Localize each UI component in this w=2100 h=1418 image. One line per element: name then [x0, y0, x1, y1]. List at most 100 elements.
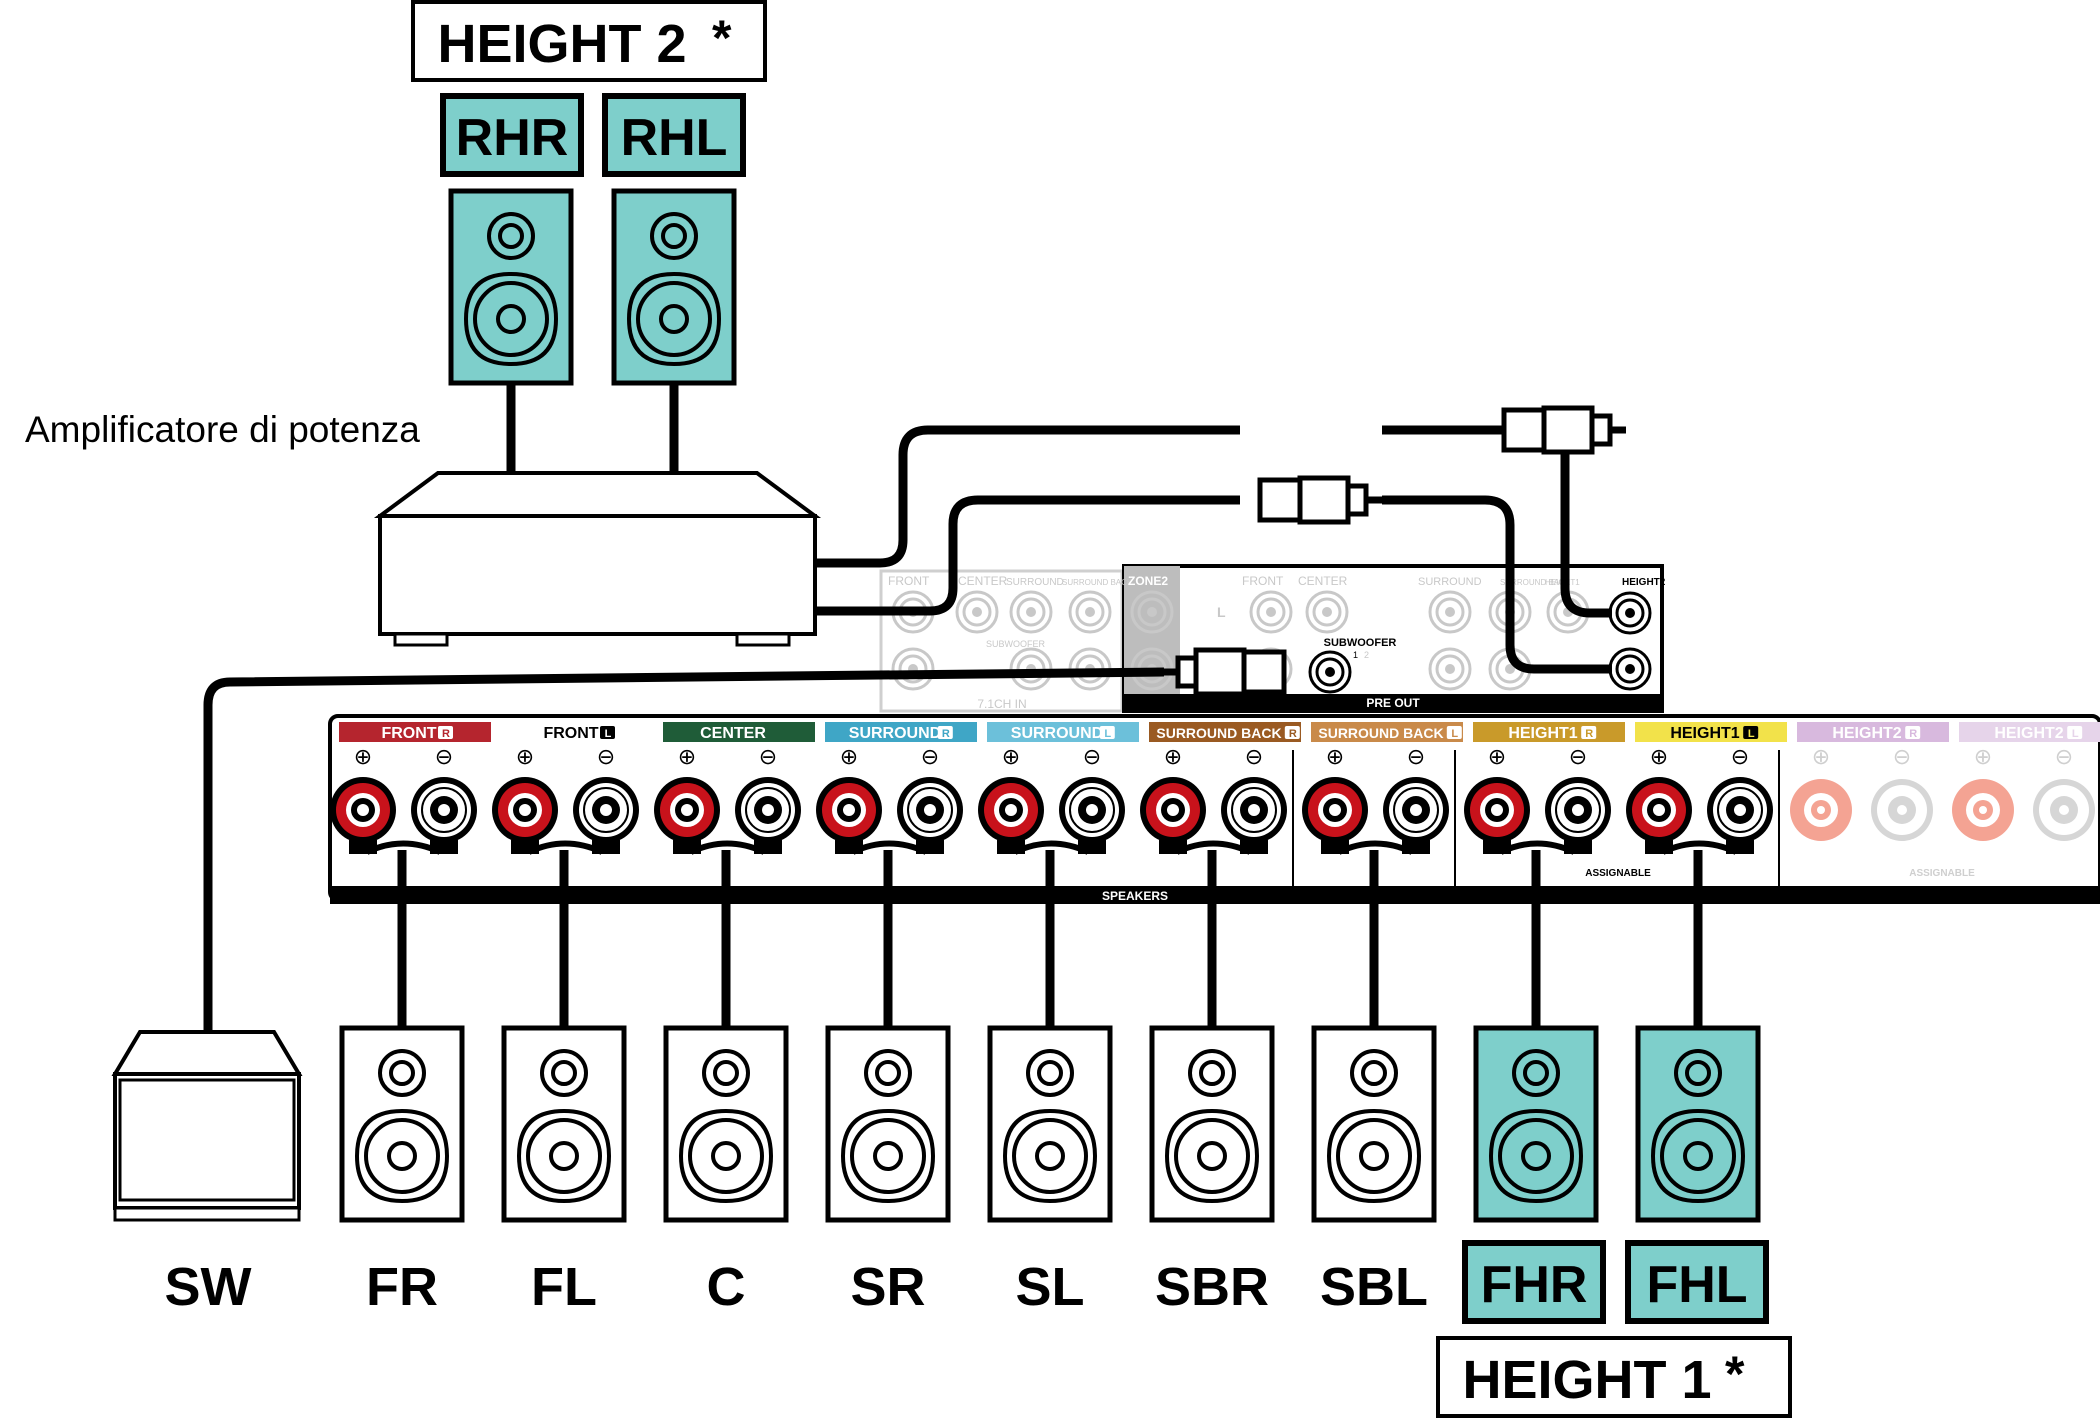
- panel-subwoofer-num2: 2: [1364, 650, 1369, 660]
- fhl-tag-box: [1625, 1240, 1769, 1324]
- channel-side: L: [1748, 728, 1755, 740]
- channel-label: SURROUND: [849, 725, 941, 742]
- speaker-fr: [339, 1025, 465, 1223]
- subwoofer-preout-jack: [1308, 650, 1352, 694]
- rca-plug-height2-bottom: [1260, 478, 1382, 522]
- rhr-speaker: [448, 188, 574, 386]
- speaker-c: [663, 1025, 789, 1223]
- minus-symbol: ⊖: [435, 744, 453, 769]
- panel-label-zone2: ZONE2: [1128, 574, 1168, 588]
- channel-color-bar: [1149, 722, 1301, 742]
- channel-side: R: [1909, 728, 1917, 740]
- terminal-group-height2-l: HEIGHT2 L ⊕ ⊖: [1952, 722, 2100, 841]
- height1-asterisk: *: [1725, 1346, 1745, 1402]
- panel-label-surround-back-2: SURROUND BACK: [1500, 578, 1571, 587]
- minus-symbol: ⊖: [1407, 744, 1425, 769]
- terminal-group-height1-l: HEIGHT1 L ⊕ ⊖: [1626, 722, 1787, 855]
- channel-label: SURROUND BACK: [1156, 725, 1281, 741]
- rca-plug-height2-top: [1504, 408, 1626, 452]
- fhr-tag: FHR: [1481, 1256, 1588, 1314]
- speaker-sr: [825, 1025, 951, 1223]
- channel-side: R: [1585, 728, 1593, 740]
- channel-side: L: [2072, 728, 2079, 740]
- minus-symbol: ⊖: [1731, 744, 1749, 769]
- channel-side: R: [442, 728, 450, 740]
- plus-symbol: ⊕: [1002, 744, 1020, 769]
- plus-symbol: ⊕: [354, 744, 372, 769]
- fhr-tag-box: [1462, 1240, 1606, 1324]
- channel-label: HEIGHT2: [1994, 725, 2063, 742]
- negative-terminal[interactable]: [1871, 779, 1933, 841]
- panel-label-center-2: CENTER: [1298, 574, 1348, 588]
- panel-label-center: CENTER: [958, 574, 1008, 588]
- channel-side: L: [1104, 728, 1111, 740]
- speaker-sl: [987, 1025, 1113, 1223]
- panel-subwoofer-label: SUBWOOFER: [1324, 637, 1397, 649]
- amplifier-label: Amplificatore di potenza: [25, 409, 420, 450]
- channel-label: SURROUND: [1011, 725, 1103, 742]
- plus-symbol: ⊕: [516, 744, 534, 769]
- channel-color-bar: [1311, 722, 1463, 742]
- minus-symbol: ⊖: [1083, 744, 1101, 769]
- speaker-label-sr: SR: [850, 1257, 925, 1317]
- height2-title: HEIGHT 2: [437, 14, 686, 74]
- panel-subwoofer-num1: 1: [1353, 650, 1358, 660]
- height2-title-box: [411, 0, 767, 82]
- speaker-label-sbr: SBR: [1155, 1257, 1269, 1317]
- plus-symbol: ⊕: [1812, 744, 1830, 769]
- minus-symbol: ⊖: [759, 744, 777, 769]
- speaker-sbr: [1149, 1025, 1275, 1223]
- minus-symbol: ⊖: [921, 744, 939, 769]
- subwoofer-unit: [111, 1030, 303, 1222]
- positive-terminal[interactable]: [1952, 779, 2014, 841]
- height1-group: FHR FHL HEIGHT 1 *: [1436, 1240, 1792, 1418]
- minus-symbol: ⊖: [1245, 744, 1263, 769]
- channel-label: HEIGHT2: [1832, 725, 1901, 742]
- speaker-fhr: [1473, 1025, 1599, 1223]
- plus-symbol: ⊕: [1650, 744, 1668, 769]
- positive-terminal[interactable]: [1790, 779, 1852, 841]
- rhl-tag-box: [602, 93, 746, 177]
- speaker-label-sw: SW: [165, 1257, 252, 1317]
- pre-out-label: PRE OUT: [1366, 696, 1420, 710]
- height2-preout-jack-bottom: [1608, 647, 1652, 691]
- panel-label-surround-back: SURROUND BACK: [1062, 578, 1133, 587]
- panel-label-front-2: FRONT: [1242, 574, 1284, 588]
- assignable-label-1: ASSIGNABLE: [1585, 868, 1651, 879]
- height2-group: HEIGHT 2 * RHR RHL: [411, 0, 767, 475]
- channel-side: R: [942, 728, 950, 740]
- terminal-group-height2-r: HEIGHT2 R ⊕ ⊖: [1790, 722, 1949, 841]
- in71-label: 7.1CH IN: [977, 697, 1026, 711]
- height1-title: HEIGHT 1: [1462, 1350, 1711, 1410]
- speaker-fl: [501, 1025, 627, 1223]
- channel-color-bar: [1959, 722, 2100, 742]
- minus-symbol: ⊖: [2055, 744, 2073, 769]
- channel-label: CENTER: [700, 725, 766, 742]
- minus-symbol: ⊖: [597, 744, 615, 769]
- rhl-speaker: [611, 188, 737, 386]
- minus-symbol: ⊖: [1893, 744, 1911, 769]
- plus-symbol: ⊕: [1974, 744, 1992, 769]
- terminal-group-center-c: CENTER⊕ ⊖: [654, 722, 815, 855]
- negative-terminal[interactable]: [2033, 779, 2095, 841]
- panel-label-surround: SURROUND: [1006, 577, 1064, 588]
- rhr-tag: RHR: [456, 109, 569, 167]
- channel-label: FRONT: [543, 725, 598, 742]
- channel-side: L: [1451, 728, 1458, 740]
- channel-label: HEIGHT1: [1508, 725, 1577, 742]
- plus-symbol: ⊕: [678, 744, 696, 769]
- speaker-sbl: [1311, 1025, 1437, 1223]
- rca-plug-subwoofer: [1162, 650, 1284, 694]
- rhr-tag-box: [440, 93, 584, 177]
- speakers-label: SPEAKERS: [1102, 889, 1168, 903]
- channel-label: HEIGHT1: [1670, 725, 1739, 742]
- plus-symbol: ⊕: [1488, 744, 1506, 769]
- rhl-tag: RHL: [621, 109, 728, 167]
